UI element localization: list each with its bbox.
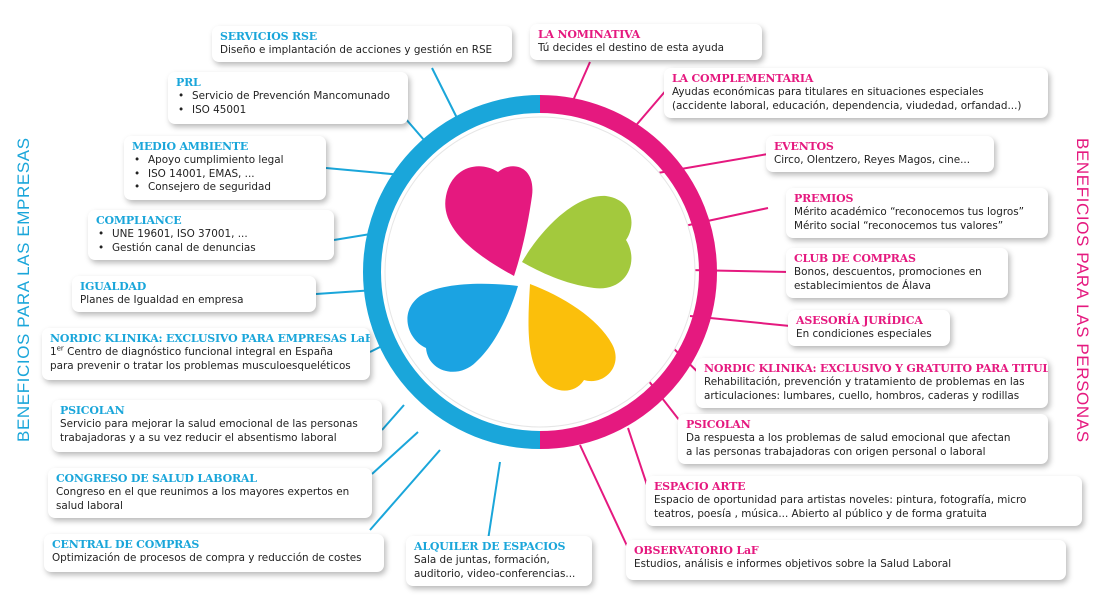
- card-servicios-rse: SERVICIOS RSE Diseño e implantación de a…: [212, 26, 512, 62]
- card-title: CONGRESO DE SALUD LABORAL: [56, 472, 257, 485]
- card-la-complementaria: LA COMPLEMENTARIA Ayudas económicas para…: [664, 68, 1048, 118]
- connector-observatorio: [579, 444, 629, 549]
- ring-inner-shadow: [384, 116, 696, 428]
- card-prl: PRL Servicio de Prevención Mancomunado I…: [168, 72, 408, 124]
- card-alquiler-de-espacios: ALQUILER DE ESPACIOS Sala de juntas, for…: [406, 536, 592, 586]
- ordinal-suffix: er: [56, 344, 64, 353]
- card-observatorio-laf: OBSERVATORIO LaF Estudios, análisis e in…: [626, 540, 1066, 580]
- connector-complementaria: [631, 87, 669, 131]
- card-line: teatros, poesía , música... Abierto al p…: [654, 507, 987, 520]
- card-line: articulaciones: lumbares, cuello, hombro…: [704, 389, 1020, 402]
- card-igualdad: IGUALDAD Planes de Igualdad en empresa: [72, 276, 316, 312]
- card-compliance: COMPLIANCE UNE 19601, ISO 37001, ... Ges…: [88, 210, 334, 260]
- card-line: establecimientos de Álava: [794, 279, 932, 292]
- card-line: En condiciones especiales: [796, 328, 932, 340]
- card-title: SERVICIOS RSE: [220, 30, 317, 43]
- card-title: ASESORÍA JURÍDICA: [796, 314, 923, 327]
- card-title: NORDIC KLINIKA: EXCLUSIVO PARA EMPRESAS …: [50, 332, 370, 345]
- connector-medio-ambiente: [325, 167, 403, 176]
- card-line: Bonos, descuentos, promociones en: [794, 266, 982, 278]
- card-title: ALQUILER DE ESPACIOS: [414, 540, 566, 553]
- card-line: (accidente laboral, educación, dependenc…: [672, 99, 1022, 112]
- card-premios: PREMIOS Mérito académico “reconocemos tu…: [786, 188, 1048, 238]
- card-line: Espacio de oportunidad para artistas nov…: [654, 494, 1027, 506]
- card-psicolan-personas: PSICOLAN Da respuesta a los problemas de…: [678, 414, 1048, 464]
- card-medio-ambiente: MEDIO AMBIENTE Apoyo cumplimiento legal …: [124, 136, 326, 200]
- card-line: Da respuesta a los problemas de salud em…: [686, 432, 1011, 444]
- card-title: NORDIC KLINIKA: EXCLUSIVO Y GRATUITO PAR…: [704, 362, 1048, 375]
- connector-congreso: [371, 431, 419, 475]
- card-title: IGUALDAD: [80, 280, 147, 293]
- petal-yellow-icon: [528, 284, 616, 391]
- connector-psicolan-empresas: [381, 404, 405, 431]
- card-line: trabajadoras y a su vez reducir el absen…: [60, 431, 337, 444]
- card-bullet: Apoyo cumplimiento legal: [132, 154, 318, 168]
- card-espacio-arte: ESPACIO ARTE Espacio de oportunidad para…: [646, 476, 1082, 526]
- card-title: EVENTOS: [774, 140, 834, 153]
- card-title: MEDIO AMBIENTE: [132, 140, 249, 153]
- connector-prl: [404, 117, 425, 141]
- card-line: Mérito académico “reconocemos tus logros…: [794, 206, 1025, 218]
- card-title: ESPACIO ARTE: [654, 480, 746, 493]
- card-line: Tú decides el destino de esta ayuda: [538, 42, 725, 54]
- card-la-nominativa: LA NOMINATIVA Tú decides el destino de e…: [530, 24, 762, 60]
- card-title: PSICOLAN: [686, 418, 751, 431]
- card-title: PRL: [176, 76, 201, 89]
- petal-blue-icon: [407, 283, 518, 372]
- card-title: CLUB DE COMPRAS: [794, 252, 916, 265]
- card-line: Mérito social “reconocemos tus valores”: [794, 219, 1004, 232]
- card-line: Congreso en el que reunimos a los mayore…: [56, 486, 350, 498]
- connector-servicios-rse: [431, 67, 459, 121]
- card-bullet: Consejero de seguridad: [132, 181, 318, 195]
- card-bullet: Gestión canal de denuncias: [96, 242, 326, 256]
- card-title: PSICOLAN: [60, 404, 125, 417]
- card-bullet: ISO 45001: [176, 104, 400, 118]
- card-title: OBSERVATORIO LaF: [634, 544, 759, 557]
- card-nordic-klinika-empresas: NORDIC KLINIKA: EXCLUSIVO PARA EMPRESAS …: [42, 328, 370, 380]
- card-title: PREMIOS: [794, 192, 854, 205]
- card-line: Estudios, análisis e informes objetivos …: [634, 558, 952, 570]
- card-line: salud laboral: [56, 499, 123, 512]
- side-label-personas: BENEFICIOS PARA LAS PERSONAS: [1073, 138, 1092, 443]
- card-title: LA COMPLEMENTARIA: [672, 72, 814, 85]
- card-line: Sala de juntas, formación,: [414, 554, 550, 566]
- card-line: Ayudas económicas para titulares en situ…: [672, 86, 984, 98]
- ring-inner-white: [385, 117, 695, 427]
- card-title: CENTRAL DE COMPRAS: [52, 538, 200, 551]
- card-line: Optimización de procesos de compra y red…: [52, 552, 362, 564]
- card-asesoria-juridica: ASESORÍA JURÍDICA En condiciones especia…: [788, 310, 950, 346]
- ring-left-half: [363, 95, 541, 449]
- connector-premios: [674, 207, 769, 229]
- petals-logo: [407, 166, 632, 391]
- side-label-empresas: BENEFICIOS PARA LAS EMPRESAS: [14, 137, 33, 442]
- card-title: LA NOMINATIVA: [538, 28, 640, 41]
- card-nordic-klinika-personas: NORDIC KLINIKA: EXCLUSIVO Y GRATUITO PAR…: [696, 358, 1048, 408]
- card-bullet: Servicio de Prevención Mancomunado: [176, 90, 400, 104]
- petal-green-icon: [522, 195, 632, 289]
- card-line: Diseño e implantación de acciones y gest…: [220, 44, 493, 56]
- card-eventos: EVENTOS Circo, Olentzero, Reyes Magos, c…: [766, 136, 994, 172]
- petal-pink-icon: [445, 166, 533, 276]
- card-line: auditorio, video-conferencias...: [414, 567, 576, 580]
- card-congreso-salud-laboral: CONGRESO DE SALUD LABORAL Congreso en el…: [48, 468, 372, 518]
- card-psicolan-empresas: PSICOLAN Servicio para mejorar la salud …: [52, 400, 382, 452]
- ordinal-number: 1: [50, 346, 57, 358]
- connector-alquiler: [487, 461, 501, 541]
- connector-central-compras: [369, 449, 441, 531]
- card-title: COMPLIANCE: [96, 214, 182, 227]
- card-line: Servicio para mejorar la salud emocional…: [60, 418, 358, 430]
- card-line: a las personas trabajadoras con origen p…: [686, 445, 986, 458]
- card-line: Planes de Igualdad en empresa: [80, 294, 244, 306]
- line-rest: Centro de diagnóstico funcional integral…: [63, 346, 334, 358]
- ring-right-half: [539, 95, 717, 449]
- card-bullet: UNE 19601, ISO 37001, ...: [96, 228, 326, 242]
- card-line-first: 1er Centro de diagnóstico funcional inte…: [50, 344, 362, 360]
- card-club-de-compras: CLUB DE COMPRAS Bonos, descuentos, promo…: [786, 248, 1008, 298]
- card-line: Circo, Olentzero, Reyes Magos, cine...: [774, 154, 971, 166]
- card-line: para prevenir o tratar los problemas mus…: [50, 359, 351, 372]
- card-central-de-compras: CENTRAL DE COMPRAS Optimización de proce…: [44, 534, 384, 572]
- card-bullet: ISO 14001, EMAS, ...: [132, 168, 318, 182]
- card-line: Rehabilitación, prevención y tratamiento…: [704, 376, 1025, 388]
